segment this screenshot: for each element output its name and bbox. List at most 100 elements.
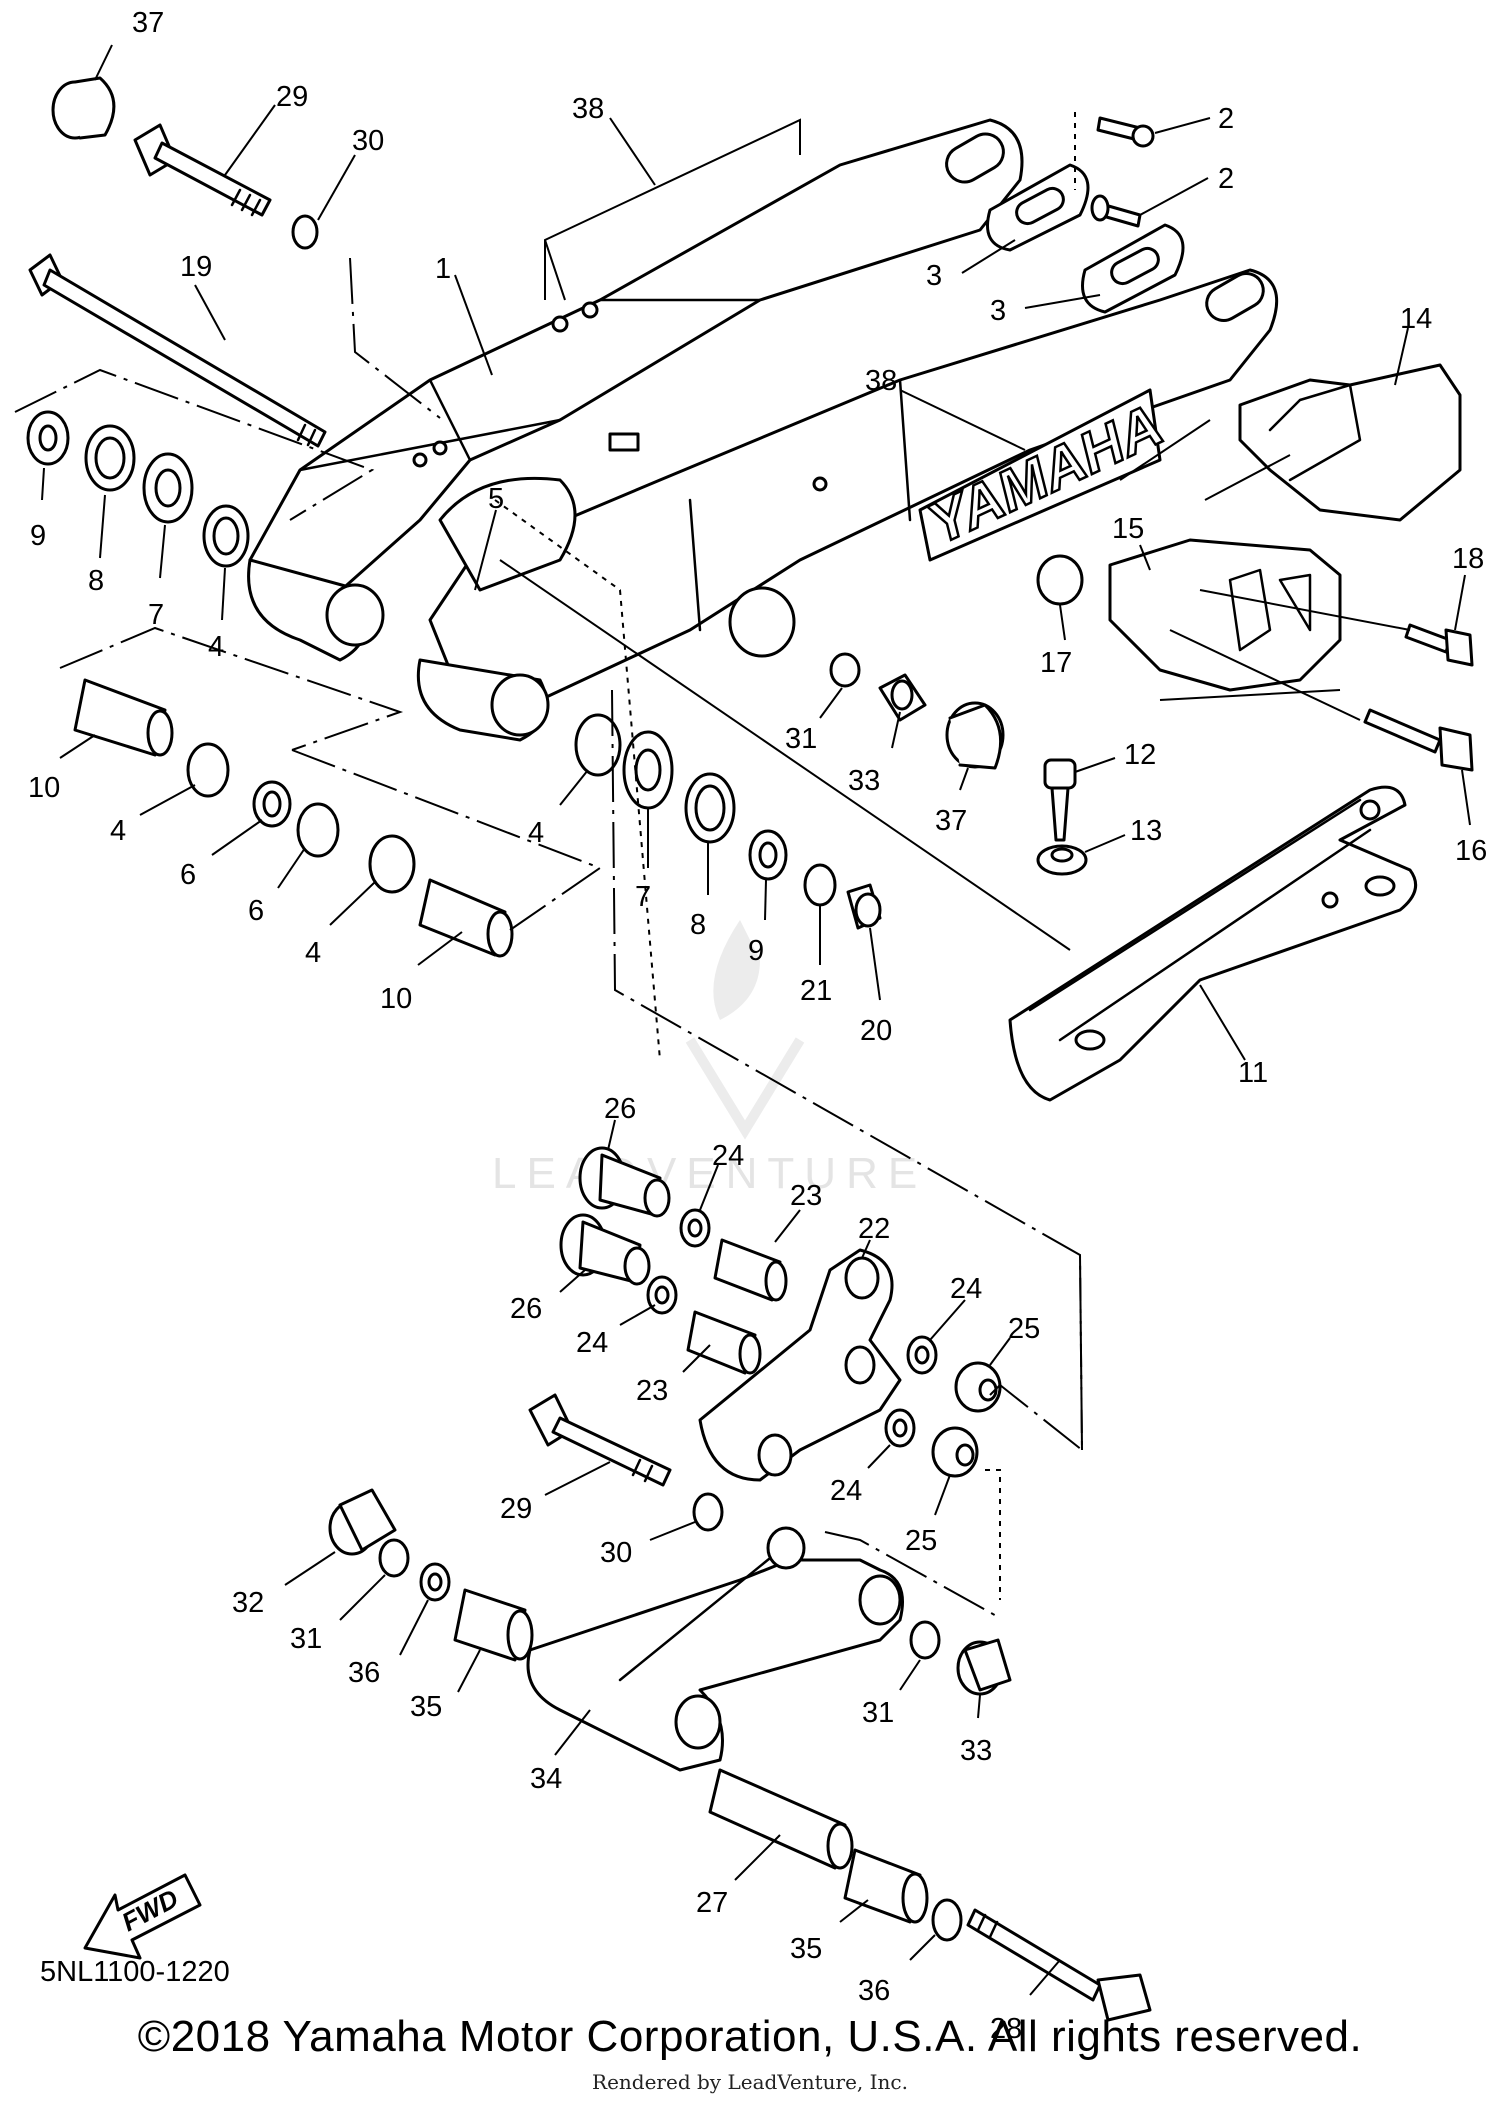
washers-24 — [646, 1208, 938, 1448]
callout-label: 37 — [935, 805, 967, 837]
callout-label: 24 — [830, 1475, 862, 1507]
callout-label: 38 — [572, 93, 604, 125]
relay-arm-22 — [698, 1248, 902, 1482]
nut-17 — [1036, 554, 1084, 606]
callout-label: 11 — [1238, 1057, 1268, 1089]
callout-label: 8 — [690, 909, 706, 941]
callout-label: 10 — [380, 983, 412, 1015]
callout-label: 25 — [1008, 1313, 1040, 1345]
callout-label: 17 — [1040, 647, 1072, 679]
callout-label: 23 — [790, 1180, 822, 1212]
screw-2-lower — [1090, 194, 1142, 228]
callout-label: 38 — [865, 365, 897, 397]
catalog-code: 5NL1100-1220 — [40, 1956, 230, 1988]
callout-label: 4 — [305, 937, 321, 969]
callouts: 37 29 30 38 2 2 3 3 19 1 38 14 9 8 7 4 5… — [28, 7, 1487, 2045]
callout-label: 35 — [410, 1691, 442, 1723]
callout-label: 12 — [1124, 739, 1156, 771]
watermark-text: LEADVENTURE — [492, 1149, 927, 1198]
callout-label: 22 — [858, 1213, 890, 1245]
washer-13 — [1036, 844, 1088, 876]
callout-label: 21 — [800, 975, 832, 1007]
decal-bracket-upper — [544, 118, 801, 300]
callout-label: 24 — [950, 1273, 982, 1305]
callout-label: 31 — [785, 723, 817, 755]
small-parts-right-pivot — [829, 652, 1005, 770]
bolt-16 — [1363, 708, 1474, 772]
callout-label: 26 — [604, 1093, 636, 1125]
right-bearing-stack — [574, 713, 882, 930]
callout-label: 3 — [990, 295, 1006, 327]
adjuster-plate-3-lower — [1081, 223, 1185, 314]
callout-label: 37 — [132, 7, 164, 39]
screw-2-upper — [1096, 116, 1155, 148]
callout-label: 6 — [180, 859, 196, 891]
callout-label: 14 — [1400, 303, 1432, 335]
fwd-arrow-icon: FWD — [83, 1873, 202, 1960]
callout-label: 34 — [530, 1763, 562, 1795]
callout-label: 27 — [696, 1887, 728, 1919]
callout-label: 4 — [110, 815, 126, 847]
chain-guide-15 — [1108, 538, 1342, 692]
washer-30-upper — [291, 214, 319, 250]
collar-37-left — [51, 76, 116, 140]
callout-label: 28 — [990, 2013, 1022, 2045]
spacer-35-lower — [843, 1848, 929, 1924]
pivot-shaft-19 — [28, 253, 327, 448]
callout-label: 4 — [208, 631, 224, 663]
chain-guide-14 — [1238, 363, 1462, 522]
washer-30-lower — [692, 1492, 724, 1532]
bushings-23 — [686, 1238, 788, 1375]
callout-label: 8 — [88, 565, 104, 597]
callout-label: 15 — [1112, 513, 1144, 545]
callout-label: 19 — [180, 251, 212, 283]
callout-label: 31 — [290, 1623, 322, 1655]
callout-label: 30 — [352, 125, 384, 157]
callout-label: 10 — [28, 772, 60, 804]
callout-label: 31 — [862, 1697, 894, 1729]
bolt-29-lower — [528, 1393, 672, 1487]
callout-label: 9 — [748, 935, 764, 967]
callout-label: 33 — [848, 765, 880, 797]
callout-label: 9 — [30, 520, 46, 552]
callout-label: 18 — [1452, 543, 1484, 575]
pivot-bolt-29-upper — [133, 123, 272, 217]
callout-label: 36 — [858, 1975, 890, 2007]
callout-label: 29 — [276, 81, 308, 113]
callout-label: 36 — [348, 1657, 380, 1689]
callout-label: 3 — [926, 260, 942, 292]
spacer-10-lower — [418, 878, 514, 958]
callout-label: 25 — [905, 1525, 937, 1557]
callout-label: 7 — [635, 881, 651, 913]
callout-label: 23 — [636, 1375, 668, 1407]
render-credit: Rendered by LeadVenture, Inc. — [592, 2070, 908, 2094]
callout-label: 5 — [488, 483, 504, 515]
callout-label: 20 — [860, 1015, 892, 1047]
copyright-notice: ©2018 Yamaha Motor Corporation, U.S.A. A… — [137, 2012, 1363, 2061]
bearing-stack-lower-left — [186, 742, 416, 894]
callout-label: 4 — [528, 817, 544, 849]
left-bearing-stack — [26, 410, 250, 568]
callout-label: 24 — [576, 1327, 608, 1359]
bolt-28 — [966, 1908, 1152, 2022]
collar-26-upper — [578, 1146, 671, 1218]
collar-26-lower — [559, 1213, 651, 1286]
callout-label: 2 — [1218, 163, 1234, 195]
spacer-10-left — [73, 678, 174, 757]
bolt-18 — [1404, 623, 1474, 667]
callout-label: 26 — [510, 1293, 542, 1325]
chain-slider-11 — [1008, 785, 1418, 1102]
callout-label: 30 — [600, 1537, 632, 1569]
collars-25 — [931, 1361, 1002, 1478]
callout-label: 13 — [1130, 815, 1162, 847]
swingarm: YAMAHA — [247, 118, 1279, 742]
connecting-rod-34 — [526, 1526, 904, 1772]
callout-label: 35 — [790, 1933, 822, 1965]
bolt-12 — [1043, 758, 1077, 842]
callout-label: 29 — [500, 1493, 532, 1525]
callout-label: 7 — [148, 599, 164, 631]
washer-36-lower — [931, 1898, 963, 1942]
callout-label: 33 — [960, 1735, 992, 1767]
callout-label: 2 — [1218, 103, 1234, 135]
